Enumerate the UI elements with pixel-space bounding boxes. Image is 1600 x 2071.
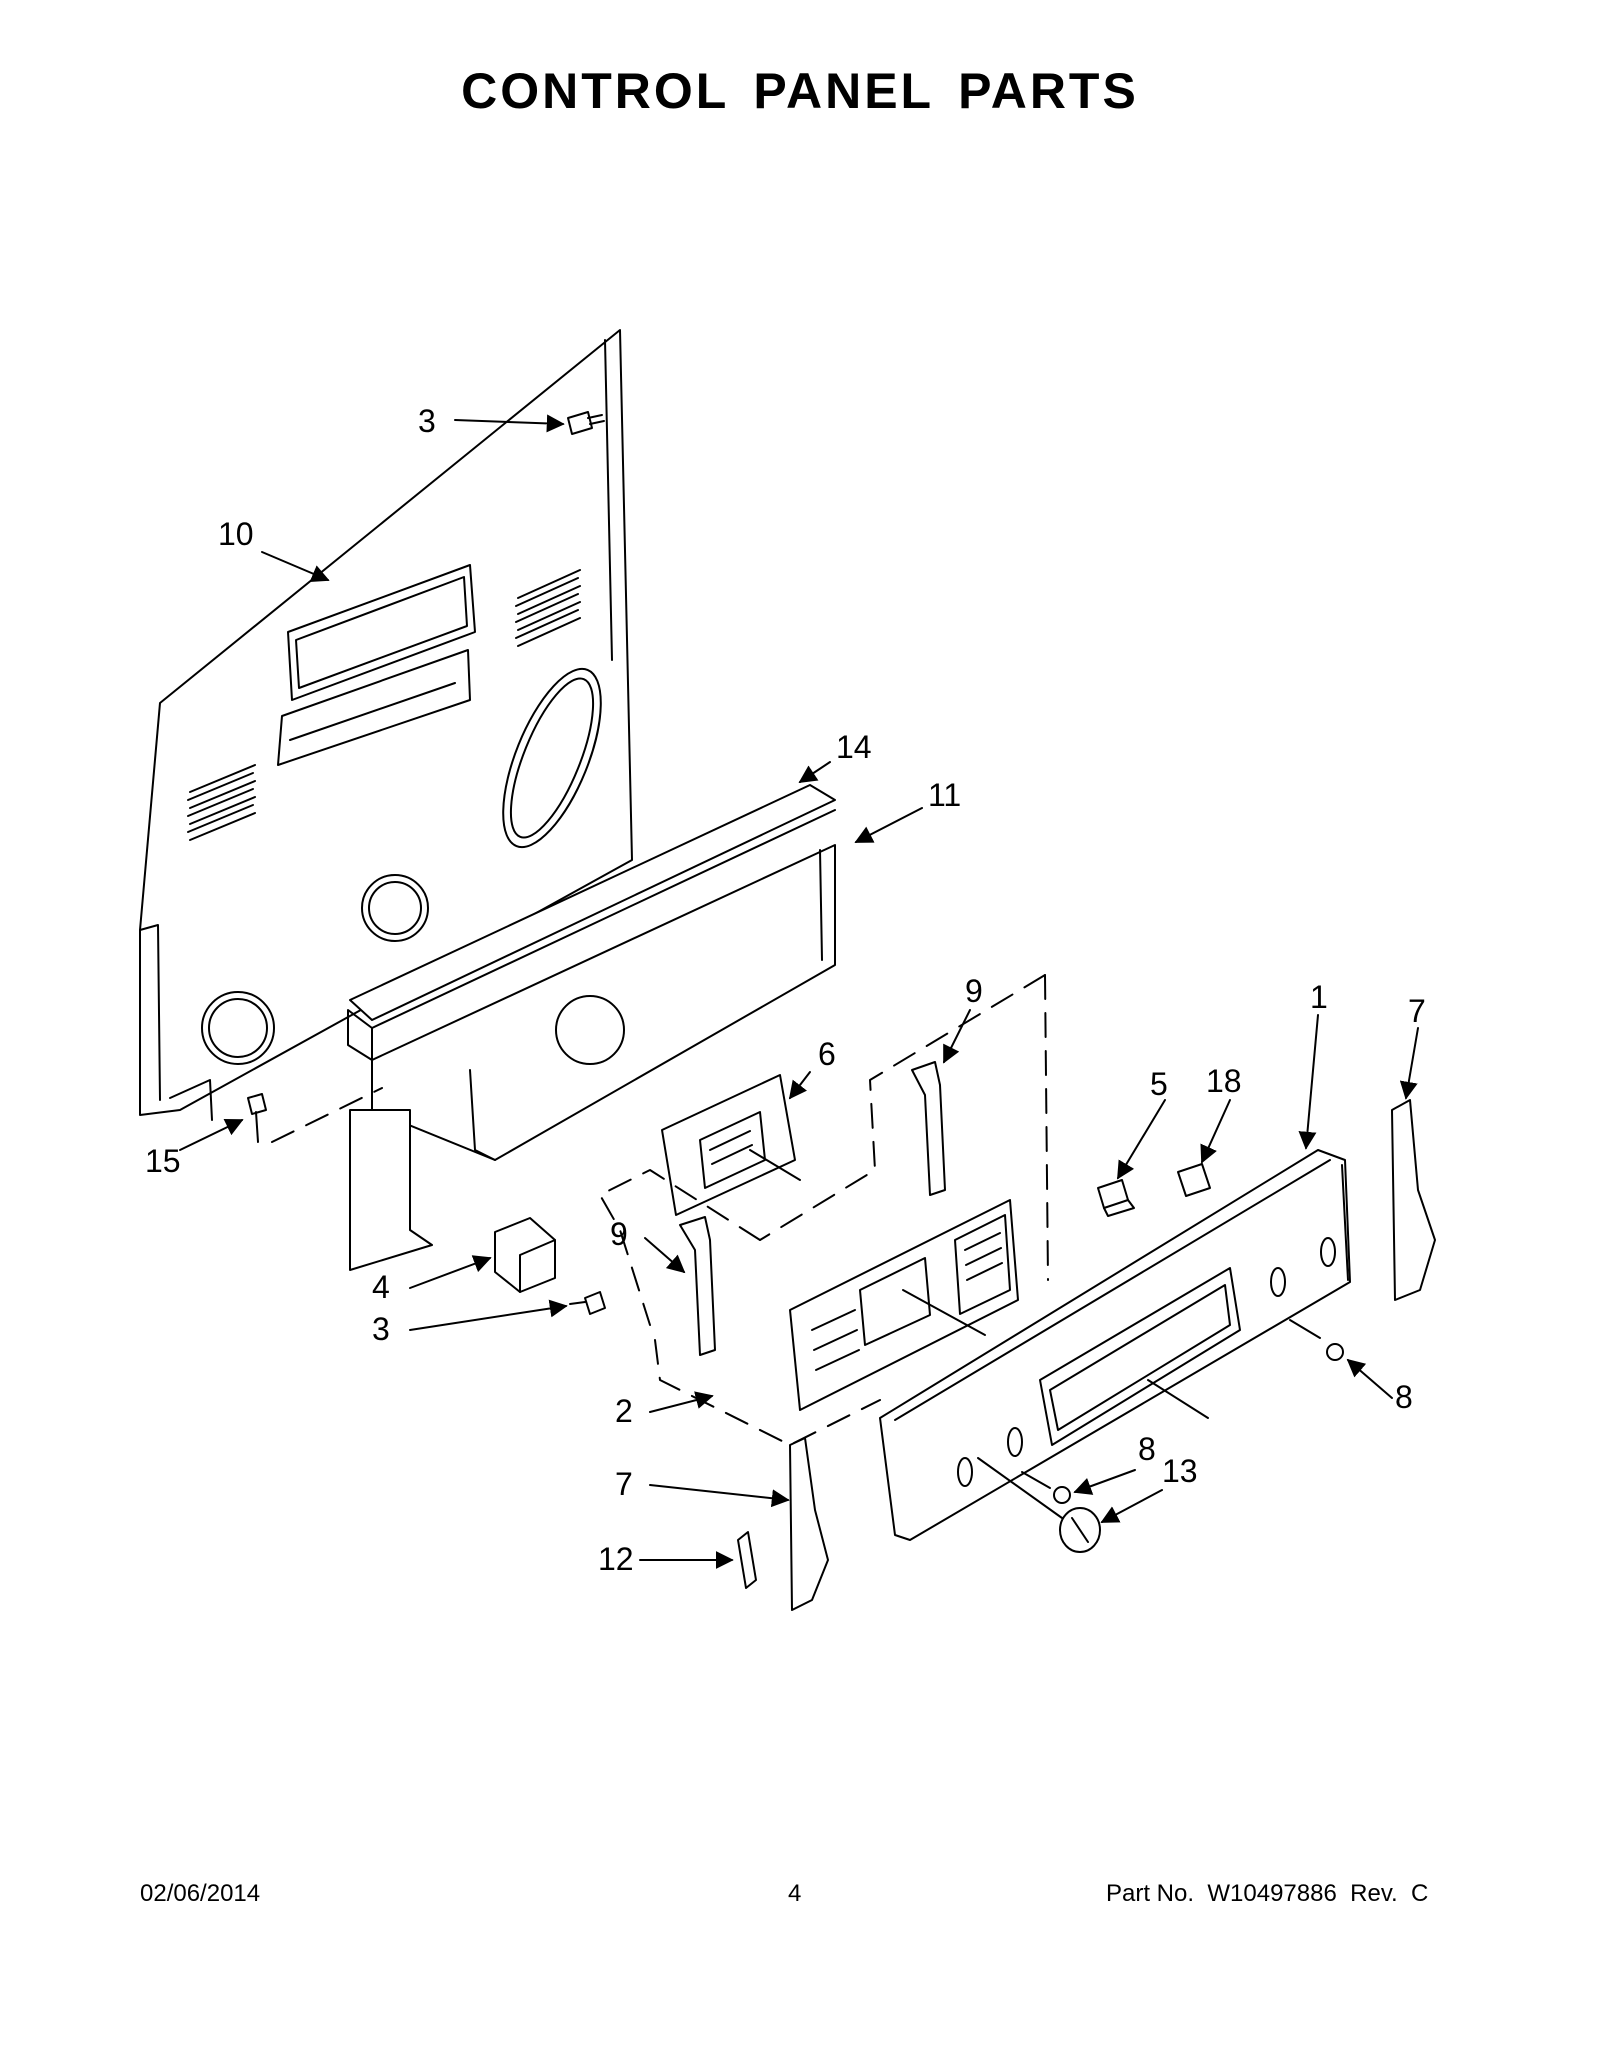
callout-11: 11 (928, 777, 961, 813)
callout-4: 4 (372, 1269, 390, 1305)
part-5-rocker-switch (1097, 1179, 1135, 1217)
part-1-console-panel (879, 1149, 1351, 1541)
part-6-control-board (661, 1074, 796, 1216)
callout-5: 5 (1150, 1066, 1168, 1102)
part-18-relay (1177, 1163, 1211, 1197)
part-14-channel (347, 784, 836, 1061)
part-7-end-cap-right (1391, 1099, 1436, 1301)
part-8-screw-right (1326, 1343, 1344, 1361)
part-11-support-bracket (349, 844, 836, 1271)
callout-10: 10 (218, 516, 254, 552)
callout-13: 13 (1162, 1453, 1198, 1489)
callout-8-bottom: 8 (1138, 1431, 1156, 1467)
part-13-knob (1059, 1507, 1101, 1553)
callout-8-right: 8 (1395, 1379, 1413, 1415)
callout-12: 12 (598, 1541, 634, 1577)
footer-page-number: 4 (788, 1880, 802, 1907)
callout-14: 14 (836, 729, 872, 765)
part-4-switch (494, 1217, 556, 1293)
callout-15: 15 (145, 1143, 181, 1179)
callout-labels: 3 10 14 11 15 9 6 9 4 3 2 7 12 5 18 1 7 … (145, 403, 1426, 1577)
part-15-screw (247, 1093, 267, 1143)
page-title: CONTROL PANEL PARTS (461, 63, 1139, 119)
callout-6: 6 (818, 1036, 836, 1072)
callout-1: 1 (1310, 979, 1328, 1015)
footer-part-number: Part No. W10497886 Rev. C (1106, 1880, 1429, 1907)
callout-3-bottom: 3 (372, 1311, 390, 1347)
callout-7-right: 7 (1408, 993, 1426, 1029)
part-8-screw-bottom (1053, 1486, 1071, 1504)
callout-7-bottom: 7 (615, 1466, 633, 1502)
part-3-screw-bottom (569, 1291, 606, 1315)
callout-9-left: 9 (610, 1216, 628, 1252)
assembly-dashed-outline (271, 974, 1049, 1446)
callout-3-top: 3 (418, 403, 436, 439)
part-12-clip (737, 1531, 757, 1589)
part-9-bracket-right (911, 1061, 946, 1196)
part-10-rear-panel (139, 329, 633, 1121)
footer-date: 02/06/2014 (140, 1880, 261, 1907)
callout-leader-lines (179, 414, 1419, 1569)
part-3-screw-top (567, 411, 605, 435)
callout-2: 2 (615, 1393, 633, 1429)
callout-9-right: 9 (965, 973, 983, 1009)
part-7-end-cap-left (789, 1437, 829, 1611)
callout-18: 18 (1206, 1063, 1242, 1099)
part-9-bracket-left (679, 1216, 716, 1356)
part-2-overlay (789, 1199, 1019, 1411)
